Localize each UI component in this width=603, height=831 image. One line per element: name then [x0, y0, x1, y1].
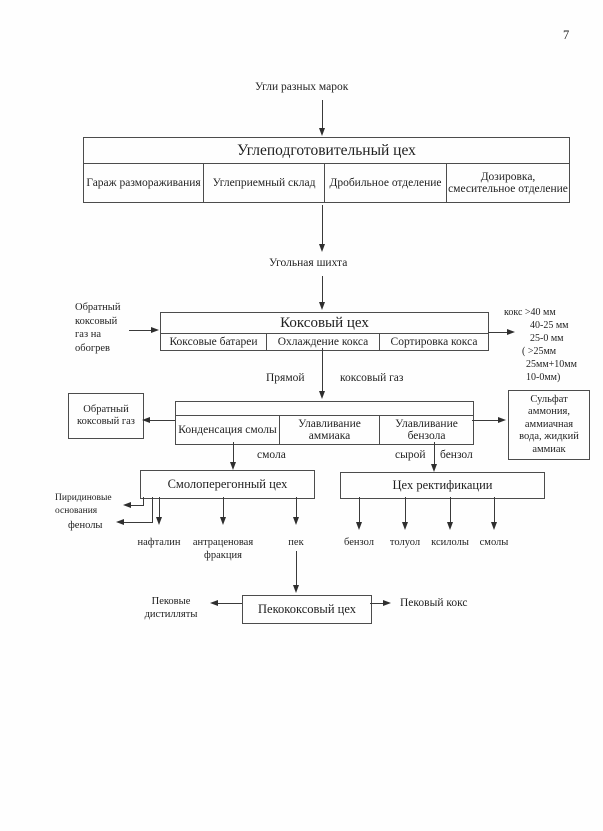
- coal-prep-table: Углеподготовительный цех Гараж разморажи…: [83, 137, 570, 203]
- arrow-tar-head: [229, 462, 236, 470]
- coke-size-line-1: кокс >40 мм: [504, 307, 556, 318]
- page-number: 7: [563, 28, 570, 42]
- arrow-naphthalene-head: [155, 517, 162, 525]
- reverse-gas-heating-label: Обратный коксовый газ на обогрев: [75, 302, 121, 354]
- arrow-rawbenzene-head: [430, 464, 437, 472]
- phenols-label: фенолы: [68, 520, 103, 531]
- arrow-pitchcoke-line: [370, 603, 383, 604]
- arrow-anthracene-line: [223, 497, 224, 517]
- arrow-pyridine-vline: [143, 497, 144, 505]
- resins-output-label: смолы: [479, 537, 509, 548]
- arrow-phenols-vline: [152, 497, 153, 522]
- direct-label: Прямой: [266, 372, 305, 384]
- naphthalene-label: нафталин: [137, 537, 181, 548]
- arrow-pitch-to-shop-head: [292, 585, 299, 593]
- coke-size-line-6: 10-0мм): [526, 372, 561, 383]
- arrow-coke-out-head: [507, 328, 515, 335]
- arrow-distillates-head: [210, 599, 218, 606]
- coke-size-line-5: 25мм+10мм: [526, 359, 577, 370]
- arrow-reversegas-in-line: [129, 330, 151, 331]
- arrow-coalprep-to-charge-line: [322, 205, 323, 244]
- rectification-shop-label: Цех ректификации: [392, 478, 493, 492]
- reverse-gas-box-label: Обратный коксовый газ: [77, 403, 135, 428]
- rectification-shop-box: Цех ректификации: [340, 472, 545, 499]
- raw-label: сырой: [395, 449, 426, 461]
- coke-shop-cell-sorting: Сортировка кокса: [379, 334, 488, 350]
- arrow-benzene-line: [359, 497, 360, 522]
- arrow-naphthalene-line: [159, 497, 160, 517]
- coke-size-line-3: 25-0 мм: [530, 333, 564, 344]
- arrow-toluene-line: [405, 497, 406, 522]
- sulfate-box: Сульфат аммония, аммиачная вода, жидкий …: [508, 390, 590, 460]
- recovery-table: Конденсация смолы Улавливание аммиака Ул…: [175, 401, 474, 445]
- recovery-cell-tar-condensation: Конденсация смолы: [178, 423, 277, 436]
- arrow-input-to-coalprep-line: [322, 100, 323, 128]
- arrow-rawbenzene-line: [434, 442, 435, 464]
- input-coal-label: Угли разных марок: [255, 81, 349, 93]
- arrow-resins-line: [494, 497, 495, 522]
- xylenes-output-label: ксилолы: [431, 537, 469, 548]
- arrow-pitch-line: [296, 497, 297, 517]
- arrow-input-to-coalprep-head: [318, 128, 325, 136]
- arrow-pyridine-hline: [131, 505, 144, 506]
- arrow-charge-to-cokeshop-head: [318, 302, 325, 310]
- benzene-output-label: бензол: [344, 537, 374, 548]
- pitch-coke-shop-label: Пекококсовый цех: [258, 602, 356, 616]
- arrow-xylenes-line: [450, 497, 451, 522]
- pitch-coke-label: Пековый кокс: [400, 597, 468, 609]
- recovery-cell-ammonia-capture: Улавливание аммиака: [279, 416, 379, 444]
- coal-prep-cell-crushing: Дробильное отделение: [324, 164, 446, 202]
- arrow-coalprep-to-charge-head: [318, 244, 325, 252]
- coal-charge-label: Угольная шихта: [269, 257, 348, 269]
- coke-shop-cell-batteries: Коксовые батареи: [169, 335, 258, 348]
- arrow-toluene-head: [401, 522, 408, 530]
- pitch-distillates-label: Пековые дистилляты: [144, 596, 198, 620]
- arrow-to-reversegas-head: [142, 416, 150, 423]
- arrow-to-sulfate-head: [498, 416, 506, 423]
- arrow-phenols-hline: [124, 522, 153, 523]
- coke-size-line-2: 40-25 мм: [530, 320, 569, 331]
- arrow-directgas-head: [318, 391, 325, 399]
- coke-shop-title: Коксовый цех: [161, 313, 488, 334]
- arrow-charge-to-cokeshop-line: [322, 276, 323, 302]
- recovery-cell-benzene-capture: Улавливание бензола: [379, 416, 473, 444]
- coal-prep-cell-dosing: Дозировка, смесительное отделение: [446, 164, 569, 202]
- arrow-distillates-line: [218, 603, 242, 604]
- arrow-pitch-head: [292, 517, 299, 525]
- arrow-tar-line: [233, 442, 234, 462]
- coal-prep-cell-garage: Гараж размораживания: [86, 176, 201, 189]
- arrow-pyridine-head: [123, 501, 131, 508]
- arrow-benzene-head: [355, 522, 362, 530]
- coke-shop-table: Коксовый цех Коксовые батареи Охлаждение…: [160, 312, 489, 351]
- coal-prep-title: Углеподготовительный цех: [84, 138, 569, 164]
- reverse-gas-box: Обратный коксовый газ: [68, 393, 144, 439]
- arrow-coke-out-line: [488, 332, 507, 333]
- recovery-table-header-strip: [176, 402, 473, 416]
- arrow-directgas-line: [322, 348, 323, 391]
- tar-label: смола: [257, 449, 286, 461]
- coal-prep-cell-storage: Углеприемный склад: [203, 164, 324, 202]
- arrow-reversegas-in-head: [151, 326, 159, 333]
- pitch-label: пек: [288, 537, 304, 548]
- toluene-output-label: толуол: [389, 537, 421, 548]
- sulfate-box-label: Сульфат аммония, аммиачная вода, жидкий …: [519, 393, 579, 455]
- pitch-coke-shop-box: Пекококсовый цех: [242, 595, 372, 624]
- arrow-to-reversegas-line: [150, 420, 175, 421]
- arrow-xylenes-head: [446, 522, 453, 530]
- coke-shop-cell-cooling: Охлаждение кокса: [266, 334, 379, 350]
- arrow-phenols-head: [116, 518, 124, 525]
- direct-gas-label: коксовый газ: [340, 372, 404, 384]
- arrow-pitch-to-shop-line: [296, 551, 297, 585]
- arrow-anthracene-head: [219, 517, 226, 525]
- tar-shop-label: Смолоперегонный цех: [167, 477, 288, 491]
- arrow-to-sulfate-line: [472, 420, 498, 421]
- coke-size-line-4: ( >25мм: [522, 346, 557, 357]
- arrow-resins-head: [490, 522, 497, 530]
- anthracene-label: антраценовая фракция: [192, 537, 254, 561]
- raw-benzene-label: бензол: [440, 449, 473, 461]
- pyridine-label: Пиридиновые основания: [55, 493, 112, 516]
- tar-shop-box: Смолоперегонный цех: [140, 470, 315, 499]
- arrow-pitchcoke-head: [383, 599, 391, 606]
